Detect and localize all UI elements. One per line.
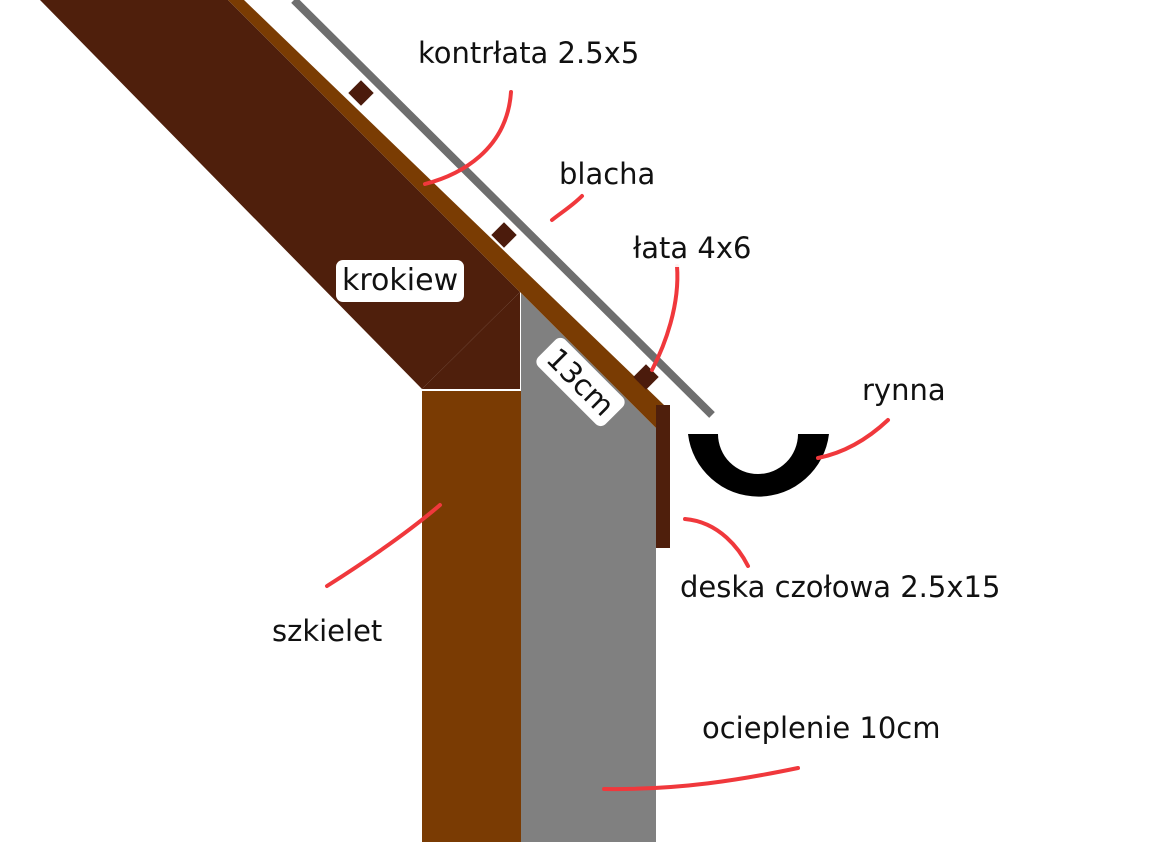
label-deska: deska czołowa 2.5x15 [676,568,1005,606]
rafter-block [422,292,520,389]
leader-deska [683,517,750,568]
label-blacha: blacha [555,155,660,193]
label-ocieplenie: ocieplenie 10cm [698,709,945,747]
batten-1 [348,80,374,106]
label-krokiew: krokiew [336,260,465,302]
fascia-board [656,405,670,548]
label-lata: łata 4x6 [629,229,756,267]
roof-board [228,0,664,428]
leader-kontrlata [423,90,513,186]
leader-blacha [550,194,584,222]
leader-ocieplenie [602,766,800,792]
insulation [521,293,656,842]
label-rynna: rynna [858,371,950,409]
leader-szkielet [325,503,442,588]
leader-rynna [816,418,890,460]
leader-lata [650,264,680,372]
wall-frame [422,391,521,842]
label-szkielet: szkielet [268,612,387,650]
batten-2 [491,222,517,248]
label-kontrlata: kontrłata 2.5x5 [414,34,644,72]
gutter [688,434,829,497]
metal-sheet [291,0,715,418]
